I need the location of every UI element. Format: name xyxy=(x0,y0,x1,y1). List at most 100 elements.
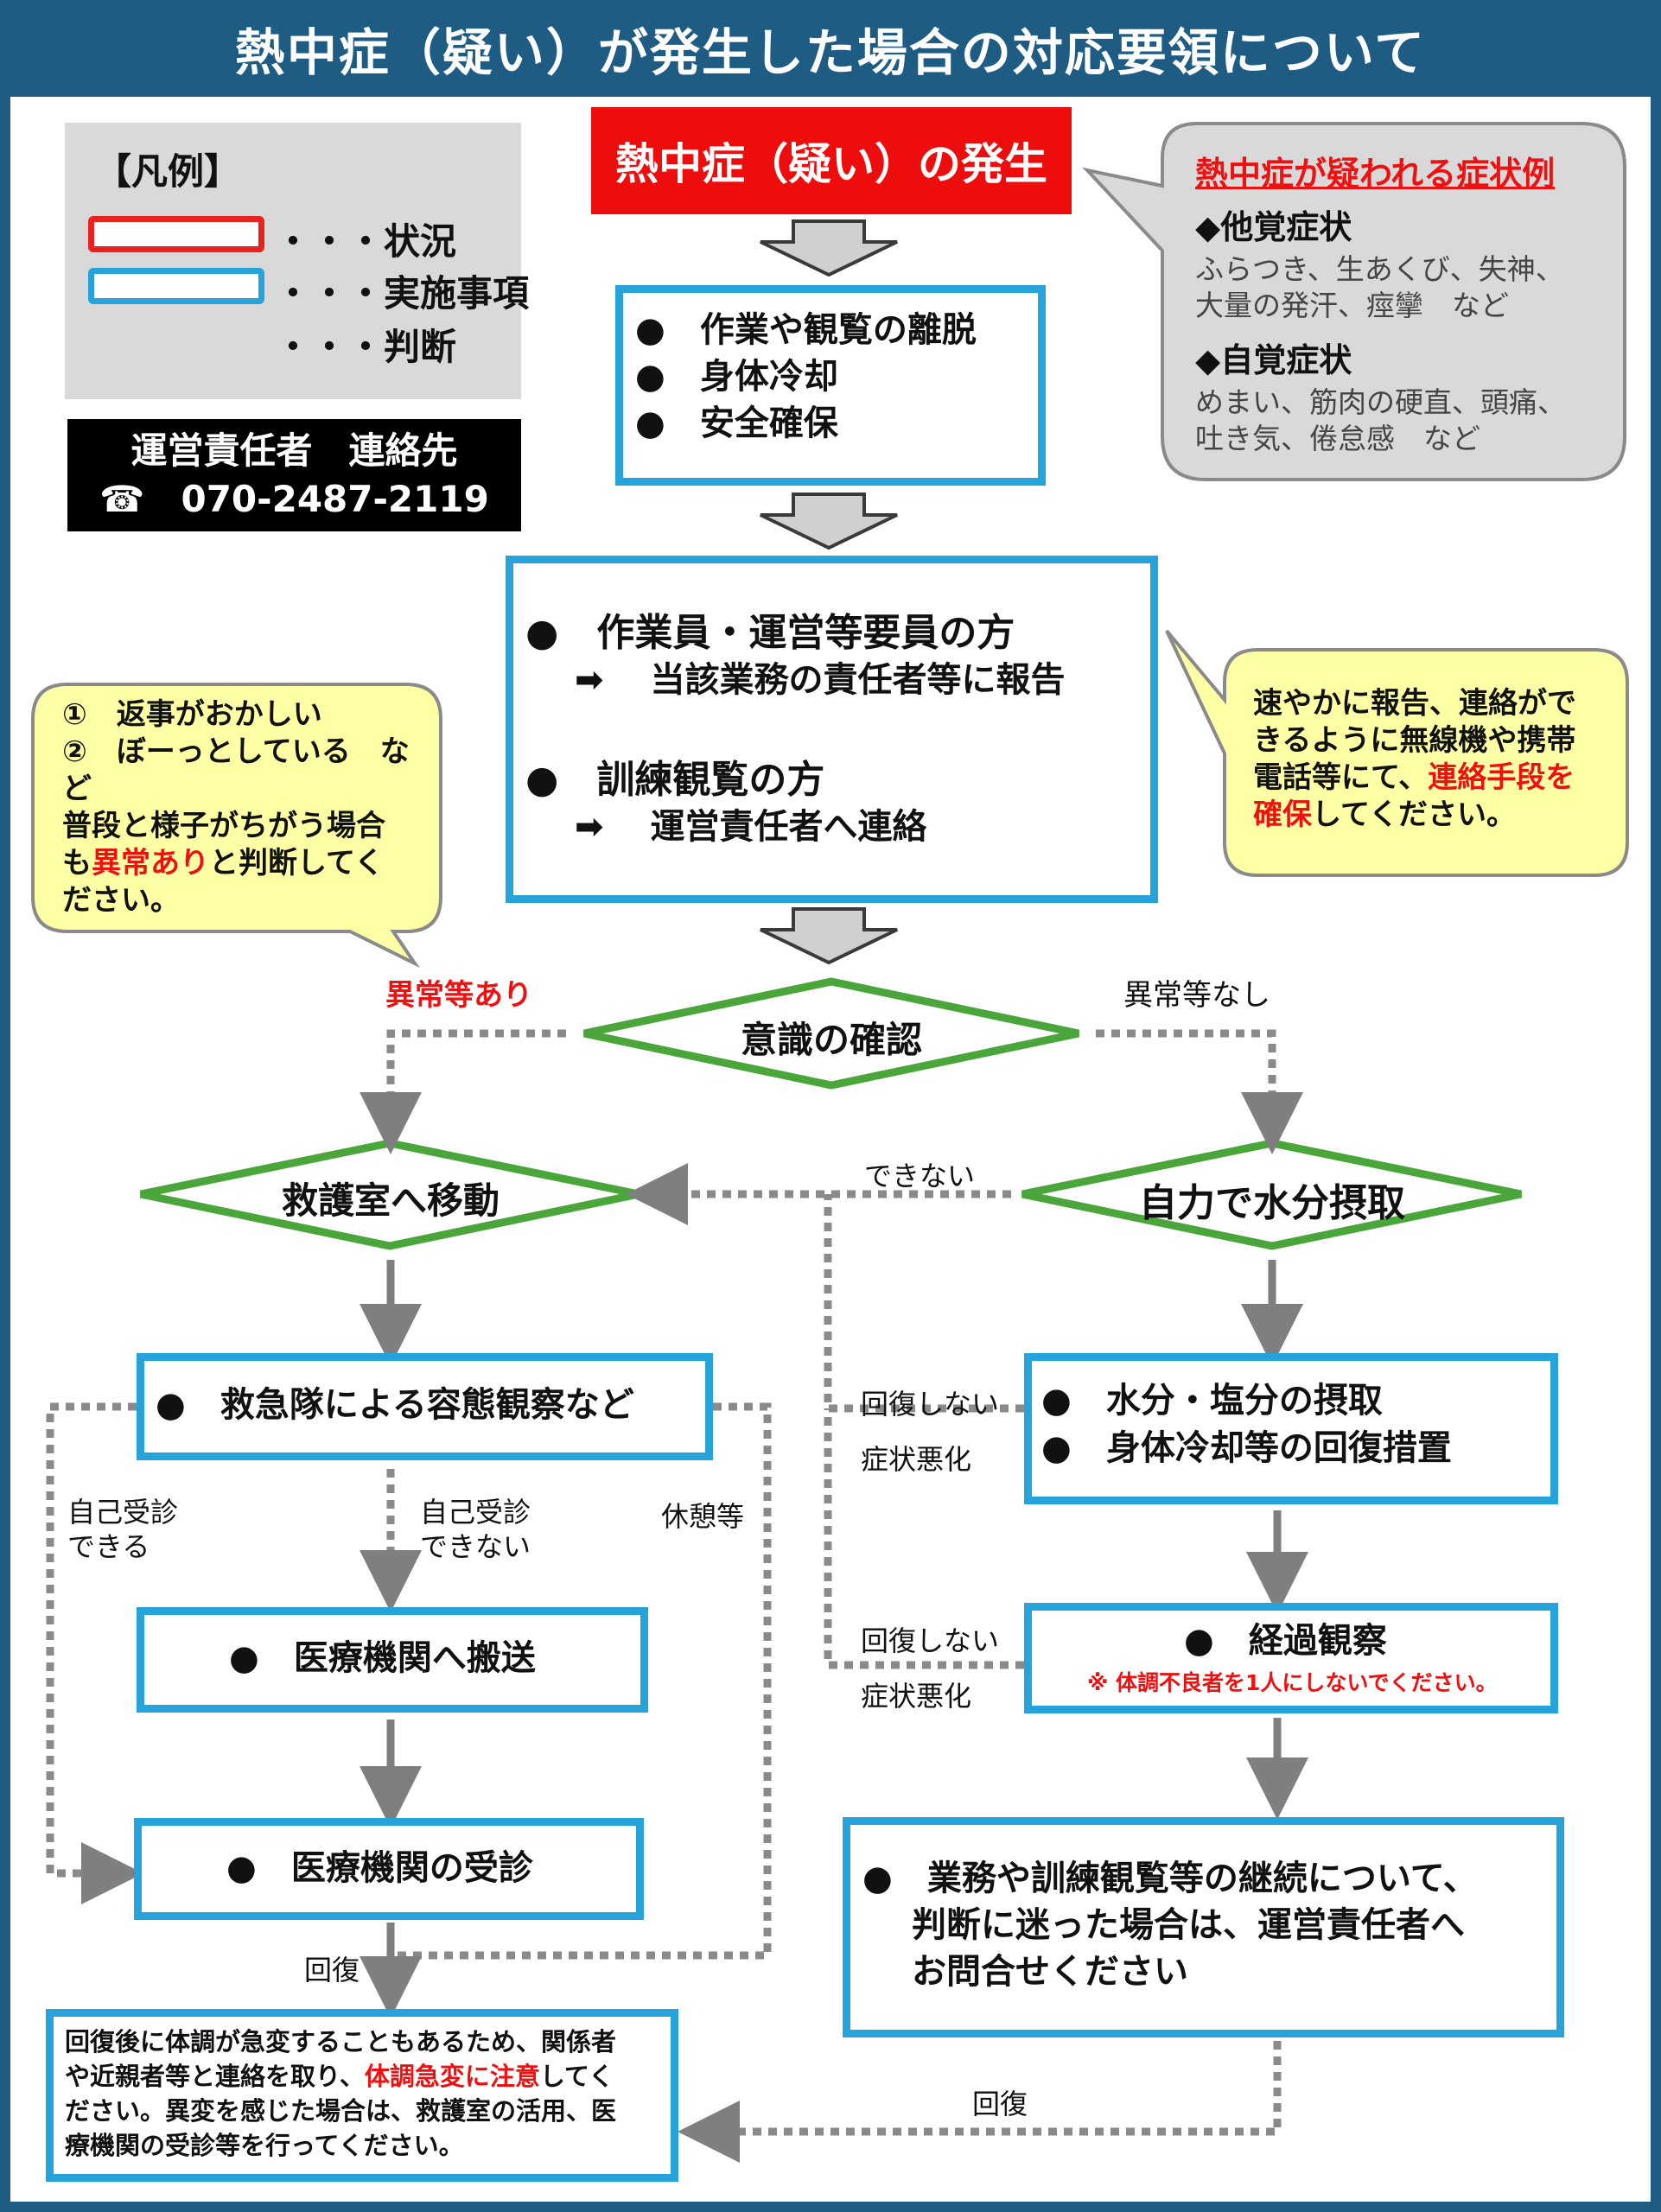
final-note-line2-highlight: 体調急変に注意 xyxy=(364,2062,540,2091)
final-note-line3: ださい。異変を感じた場合は、救護室の活用、医 xyxy=(65,2096,617,2126)
final-note-line2-text: や近親者等と連絡を取り、 xyxy=(65,2062,365,2091)
hydrate-line1: ● 水分・塩分の摂取 xyxy=(1041,1381,1383,1421)
symptoms-subjective-line1: めまい、筋肉の硬直、頭痛、 xyxy=(1195,385,1566,419)
step1-item-leave: ● 作業や観覧の離脱 xyxy=(635,310,977,350)
abnormal-callout-shape xyxy=(31,683,442,969)
label-self-visit-ok: 自己受診 できる xyxy=(67,1495,178,1564)
block-arrow-1 xyxy=(760,219,898,277)
block-arrow-2 xyxy=(760,493,898,550)
connector-recovery-right xyxy=(678,2041,1282,2163)
page-title: 熱中症（疑い）が発生した場合の対応要領について xyxy=(0,0,1661,97)
report-note-line3-text: 電話等にて、 xyxy=(1253,760,1429,795)
report-note-line4-text: してください。 xyxy=(1312,798,1516,832)
abnormal-note-line4: 普段と様子がちがう場合 xyxy=(62,809,385,843)
report-note-line4-highlight: 確保 xyxy=(1253,798,1312,832)
report-note-line4: 確保してください。 xyxy=(1253,797,1576,834)
label-not-recovering-2: 回復しない xyxy=(861,1624,1000,1657)
symptoms-heading: 熱中症が疑われる症状例 xyxy=(1195,155,1556,193)
label-self-visit-ok-line1: 自己受診 xyxy=(67,1496,179,1529)
label-normal: 異常等なし xyxy=(1123,978,1270,1013)
label-abnormal: 異常等あり xyxy=(385,978,532,1013)
label-self-visit-ng: 自己受診 できない xyxy=(420,1495,531,1564)
symptoms-objective-title: ◆他覚症状 xyxy=(1195,208,1352,246)
final-note: 回復後に体調が急変することもあるため、関係者 や近親者等と連絡を取り、体調急変に… xyxy=(65,2024,616,2163)
symptoms-objective-line2: 大量の発汗、痙攣 など xyxy=(1195,289,1509,322)
legend-heading: 【凡例】 xyxy=(95,150,241,193)
continue-box xyxy=(843,1817,1564,2037)
abnormal-note-line5-highlight: 異常あり xyxy=(92,846,209,880)
ambulance-box xyxy=(137,1353,713,1460)
label-worse-1: 症状悪化 xyxy=(861,1443,972,1476)
label-not-recovering-1: 回復しない xyxy=(861,1388,1000,1421)
abnormal-note-line3: ど xyxy=(62,772,92,806)
consult-text: ● 医療機関の受診 xyxy=(226,1848,533,1888)
connector-normal xyxy=(1096,1029,1303,1154)
block-arrow-3 xyxy=(760,907,898,965)
continue-line2: 判断に迷った場合は、運営責任者へ xyxy=(912,1905,1465,1945)
label-self-visit-ng-line1: 自己受診 xyxy=(420,1496,531,1529)
legend-action-swatch xyxy=(88,268,264,304)
transport-box xyxy=(137,1607,648,1713)
abnormal-note-line5-tail: と判断してく xyxy=(209,846,384,880)
page-frame xyxy=(0,97,1661,2212)
final-note-line4: 療機関の受診等を行ってください。 xyxy=(65,2131,464,2160)
hydrate-line2: ● 身体冷却等の回復措置 xyxy=(1041,1428,1452,1468)
start-situation-box: 熱中症（疑い）の発生 xyxy=(591,107,1072,214)
symptoms-subjective-line2: 吐き気、倦怠感 など xyxy=(1195,422,1480,455)
connector-self-visit-ok xyxy=(46,1402,143,1904)
decision-consciousness-shape xyxy=(583,977,1079,1090)
abnormal-note-line2: ② ぼーっとしている な xyxy=(62,734,410,769)
report-note: 速やかに報告、連絡がで きるように無線機や携帯 電話等にて、連絡手段を 確保して… xyxy=(1253,685,1576,834)
symptoms-callout-shape xyxy=(1082,122,1626,481)
final-note-line1: 回復後に体調が急変することもあるため、関係者 xyxy=(65,2027,617,2056)
decision-self-hydrate-shape xyxy=(1021,1139,1522,1250)
contact-phone: ☎ 070-2487-2119 xyxy=(99,478,489,520)
decision-self-hydrate: 自力で水分摂取 xyxy=(1139,1181,1405,1225)
abnormal-note-line6: ださい。 xyxy=(62,883,180,918)
decision-rescue-room: 救護室へ移動 xyxy=(281,1179,500,1222)
step1-box xyxy=(615,285,1046,486)
report-callout-shape xyxy=(1165,629,1629,877)
observe-text: ● 経過観察 xyxy=(1184,1621,1387,1661)
abnormal-note-line1: ① 返事がおかしい xyxy=(62,697,322,732)
report-note-line2: きるように無線機や携帯 xyxy=(1253,723,1576,758)
abnormal-note: ① 返事がおかしい ② ぼーっとしている な ど 普段と様子がちがう場合 も異常… xyxy=(62,696,410,919)
ambulance-text: ● 救急隊による容態観察など xyxy=(156,1385,634,1425)
symptoms-objective-line1: ふらつき、生あくび、失神、 xyxy=(1195,252,1564,286)
connector-rest xyxy=(391,1402,772,1960)
step2-visitor: ● 訓練観覧の方 xyxy=(525,758,825,802)
report-note-line3-highlight: 連絡手段を xyxy=(1428,760,1575,795)
step2-visitor-action: ➡ 運営責任者へ連絡 xyxy=(575,807,927,847)
step1-item-cooling: ● 身体冷却 xyxy=(635,357,838,397)
continue-line1: ● 業務や訓練観覧等の継続について、 xyxy=(862,1859,1478,1898)
continue-line3: お問合せください xyxy=(912,1952,1188,1992)
contact-label: 運営責任者 連絡先 xyxy=(130,429,458,472)
label-self-visit-ng-line2: できない xyxy=(420,1530,531,1563)
legend-situation-label: ・・・状況 xyxy=(275,220,457,263)
abnormal-note-line5-text: も xyxy=(62,846,92,880)
legend-action-label: ・・・実施事項 xyxy=(275,272,530,315)
label-recovery-right: 回復 xyxy=(972,2088,1028,2120)
symptoms-subjective-title: ◆自覚症状 xyxy=(1195,341,1352,379)
abnormal-note-line5: も異常ありと判断してく xyxy=(62,845,410,882)
report-note-line1: 速やかに報告、連絡がで xyxy=(1253,686,1576,721)
step2-staff: ● 作業員・運営等要員の方 xyxy=(525,611,1015,655)
contact-panel: 運営責任者 連絡先 ☎ 070-2487-2119 xyxy=(67,419,521,531)
final-note-line2: や近親者等と連絡を取り、体調急変に注意してく xyxy=(65,2059,616,2094)
observe-note: ※ 体調不良者を1人にしないでください。 xyxy=(1087,1670,1498,1695)
observe-box xyxy=(1024,1603,1558,1713)
step1-item-safety: ● 安全確保 xyxy=(635,404,838,443)
legend-situation-swatch xyxy=(88,216,264,252)
decision-consciousness: 意識の確認 xyxy=(740,1019,922,1061)
label-self-visit-ok-line2: できる xyxy=(67,1530,150,1563)
label-rest: 休憩等 xyxy=(661,1500,745,1533)
label-recovery-left: 回復 xyxy=(304,1954,360,1986)
transport-text: ● 医療機関へ搬送 xyxy=(229,1638,536,1678)
legend-panel xyxy=(65,123,521,399)
report-note-line3: 電話等にて、連絡手段を xyxy=(1253,760,1576,797)
step2-box xyxy=(506,556,1158,903)
connector-abnormal xyxy=(360,1029,566,1154)
final-note-box xyxy=(46,2009,678,2182)
legend-judgment-label: ・・・判断 xyxy=(275,326,457,368)
